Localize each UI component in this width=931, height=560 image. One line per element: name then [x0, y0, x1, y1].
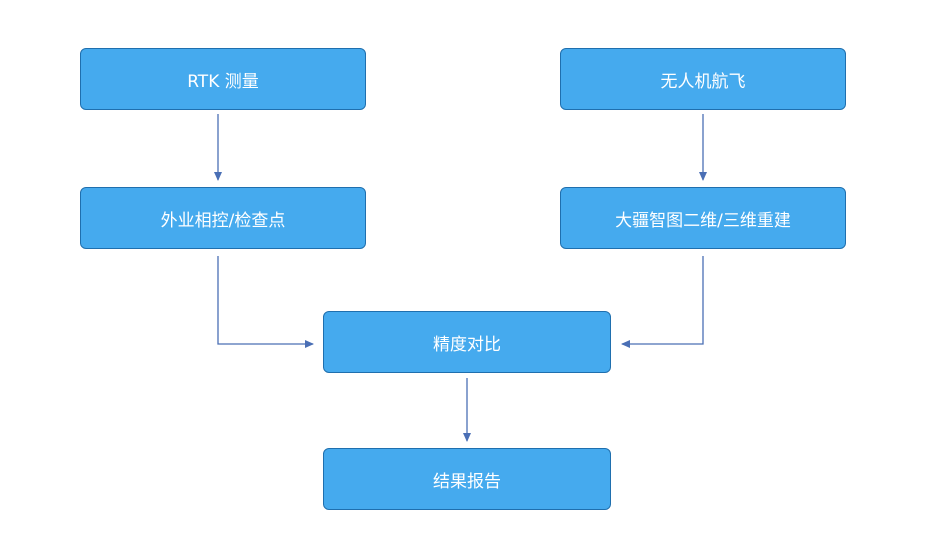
- node-accuracy-comparison-label: 精度对比: [433, 334, 501, 355]
- node-result-report: 结果报告: [323, 448, 611, 510]
- node-rtk-survey: RTK 测量: [80, 48, 366, 110]
- arrow-field-control-to-accuracy: [217, 256, 314, 348]
- node-result-report-label: 结果报告: [433, 471, 501, 492]
- node-dji-reconstruction-label: 大疆智图二维/三维重建: [615, 210, 791, 231]
- arrow-dji-reconstruction-to-accuracy: [621, 256, 704, 348]
- node-uav-flight: 无人机航飞: [560, 48, 846, 110]
- node-field-control-checkpoints: 外业相控/检查点: [80, 187, 366, 249]
- node-dji-reconstruction: 大疆智图二维/三维重建: [560, 187, 846, 249]
- node-uav-flight-label: 无人机航飞: [660, 71, 746, 92]
- node-rtk-survey-label: RTK 测量: [187, 71, 259, 92]
- node-accuracy-comparison: 精度对比: [323, 311, 611, 373]
- node-field-control-checkpoints-label: 外业相控/检查点: [160, 210, 286, 231]
